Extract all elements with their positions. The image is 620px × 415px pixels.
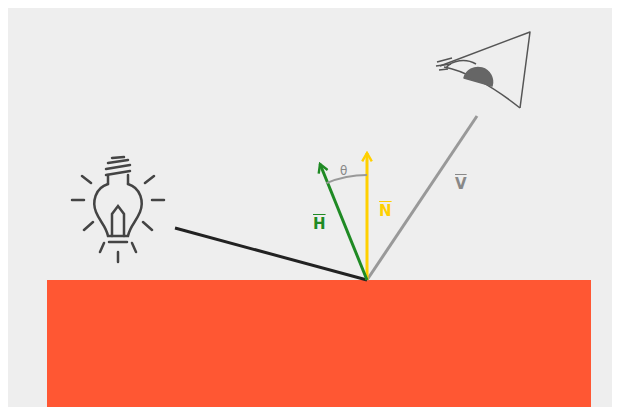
vector-label: H — [313, 217, 326, 232]
light-bulb — [72, 157, 164, 262]
angle-symbol: θ — [340, 165, 347, 177]
vector-label: V — [455, 177, 467, 192]
normal-vector — [366, 153, 369, 280]
halfway-vector — [320, 164, 367, 280]
surface — [47, 280, 591, 407]
vector-label: N — [379, 204, 392, 219]
eye — [436, 32, 530, 108]
light-ray — [175, 228, 367, 280]
background — [8, 8, 612, 407]
view-vector — [367, 116, 477, 280]
